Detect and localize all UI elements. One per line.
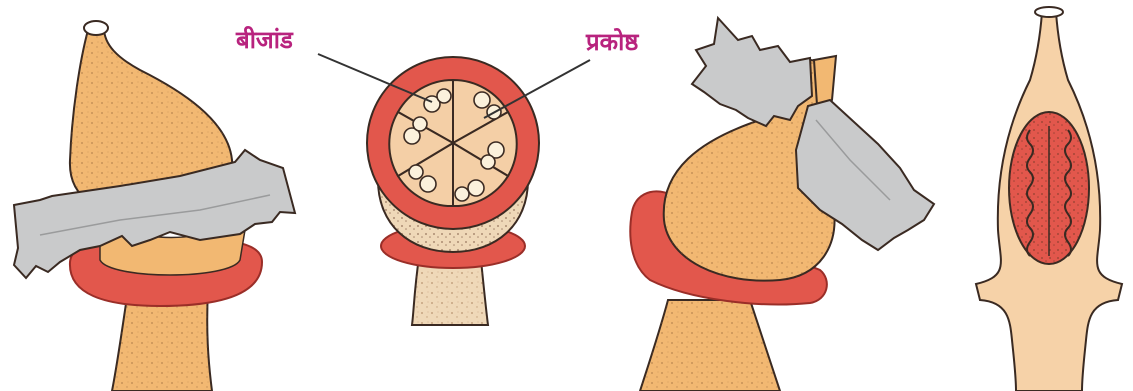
ovule xyxy=(413,117,427,131)
razor-blade xyxy=(692,18,812,126)
ovule xyxy=(437,89,451,103)
ovule xyxy=(455,187,469,201)
ovule xyxy=(474,92,490,108)
ovule-label: बीजांड xyxy=(236,28,293,52)
panel-longitudinal-section xyxy=(976,7,1122,391)
ovule xyxy=(420,176,436,192)
ovule xyxy=(481,155,495,169)
ovule xyxy=(409,165,423,179)
locule-label: प्रकोष्ठ xyxy=(586,30,638,54)
panel-vertical-cut xyxy=(630,18,934,391)
panel-ovary-with-blade xyxy=(14,21,295,391)
panel-cross-section xyxy=(318,54,590,325)
ovule xyxy=(468,180,484,196)
